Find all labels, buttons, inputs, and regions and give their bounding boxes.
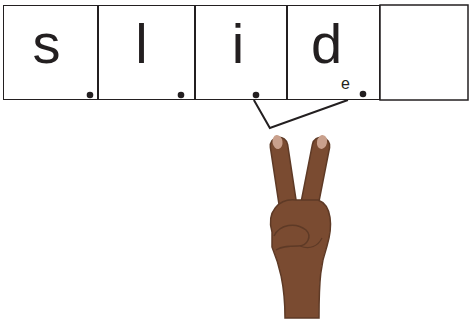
sound-dots [87, 91, 367, 99]
letter: l [135, 16, 147, 72]
sound-mark: e [341, 76, 350, 92]
fingernail [316, 134, 328, 150]
letter: i [232, 16, 244, 72]
sound-dot [178, 92, 185, 99]
sound-dot [253, 92, 260, 99]
sound-dot [87, 92, 94, 99]
hand [271, 134, 331, 318]
letter-box: de [287, 5, 380, 100]
folded-thumb [274, 225, 309, 250]
folded-fingers [300, 238, 322, 248]
letter: d [311, 16, 342, 72]
letter: s [33, 16, 61, 72]
letter-box: i [195, 5, 287, 100]
palm [271, 200, 331, 318]
fingernail [271, 134, 283, 149]
sound-dot [360, 91, 367, 98]
empty-box [380, 5, 468, 100]
letter-box: s [3, 5, 98, 100]
blend-connector [254, 100, 348, 128]
letter-box: l [98, 5, 195, 100]
